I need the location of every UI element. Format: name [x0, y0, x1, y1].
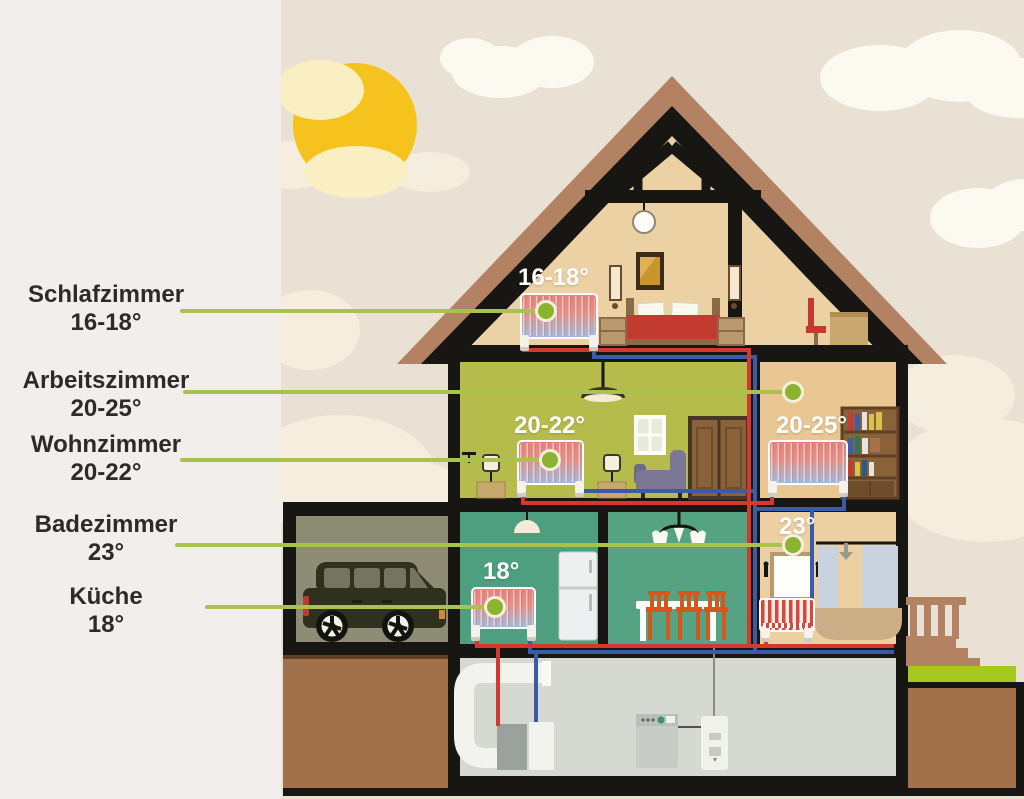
bathroom-furniture	[763, 541, 902, 640]
legend-room-temp: 20-25°	[70, 395, 142, 422]
shower-curtain-left	[818, 546, 838, 619]
kitchen-lamp	[514, 520, 540, 533]
room-temp-arbeitszimmer: 20-25°	[776, 412, 847, 439]
legend-room-temp: 23°	[87, 539, 125, 566]
wall-sconces	[609, 265, 741, 309]
dining-chairs	[646, 591, 728, 640]
legend-room-name: Wohnzimmer	[30, 431, 182, 458]
chandelier	[652, 512, 706, 547]
bathtub	[814, 608, 902, 640]
washing-machine	[636, 714, 678, 768]
nightstands	[599, 317, 745, 346]
callout-dot-wohnzimmer	[539, 449, 561, 471]
callout-dot-schlafzimmer	[535, 300, 557, 322]
callout-line-schlafzimmer	[180, 309, 546, 313]
radiator-valve	[839, 481, 848, 497]
shower-curtain-right	[862, 546, 898, 623]
couch	[634, 450, 686, 498]
duct-pipe	[454, 663, 546, 768]
water-heater	[701, 716, 728, 770]
radiator-valve	[517, 481, 526, 497]
room-temp-schlafzimmer: 16-18°	[518, 264, 589, 291]
clouds	[245, 30, 1024, 550]
attic-chest	[830, 312, 868, 345]
kitchen-furniture	[514, 512, 598, 641]
bookshelf	[840, 406, 900, 500]
legend-arbeitszimmer: Arbeitszimmer 20-25°	[0, 367, 212, 423]
radiator-valve	[804, 626, 813, 642]
radiator-valve	[768, 481, 777, 497]
legend-wohnzimmer: Wohnzimmer 20-22°	[0, 431, 212, 487]
radiator-valve	[520, 335, 529, 351]
bed	[626, 298, 720, 345]
sun	[276, 60, 417, 198]
shower	[814, 541, 902, 640]
red-chair	[808, 298, 814, 332]
radiator-arbeitszimmer	[768, 440, 848, 497]
legend-room-temp: 16-18°	[70, 309, 142, 336]
radiator-valve	[471, 625, 480, 641]
study-furniture	[840, 406, 900, 500]
wheel-rear	[316, 610, 348, 642]
legend-badezimmer: Badezimmer 23°	[0, 511, 212, 567]
legend-kueche: Küche 18°	[0, 583, 212, 639]
callout-line-arbeitszimmer	[183, 390, 793, 394]
radiator-valve	[527, 625, 536, 641]
grass	[908, 666, 1016, 682]
boiler	[497, 724, 527, 770]
radiator-schlafzimmer	[520, 293, 598, 351]
room-temp-wohnzimmer: 20-22°	[514, 412, 585, 439]
legend-room-temp: 18°	[87, 611, 125, 638]
wheel-front	[382, 610, 414, 642]
ground	[283, 597, 1024, 796]
legend-room-temp: 20-22°	[70, 459, 142, 486]
callout-dot-badezimmer	[782, 534, 804, 556]
radiator-valve	[575, 481, 584, 497]
bedroom-furniture	[599, 196, 868, 346]
callout-line-kueche	[205, 605, 495, 609]
room-temp-kueche: 18°	[483, 558, 520, 585]
basement-equipment	[454, 646, 728, 770]
pendant-lamp	[632, 210, 656, 234]
radiator-valve	[589, 335, 598, 351]
legend-room-name: Schlafzimmer	[27, 281, 185, 308]
garage	[283, 502, 460, 655]
double-door	[688, 416, 750, 500]
callout-dot-kueche	[484, 596, 506, 618]
mirror	[770, 552, 814, 601]
legend-room-name: Arbeitszimmer	[22, 367, 190, 394]
callout-line-badezimmer	[175, 543, 793, 547]
legend-room-name: Badezimmer	[34, 511, 178, 538]
fridge	[558, 551, 598, 641]
label-panel	[0, 0, 281, 799]
porch-steps	[906, 597, 980, 666]
legend-schlafzimmer: Schlafzimmer 16-18°	[0, 281, 212, 337]
callout-dot-arbeitszimmer	[782, 381, 804, 403]
dining-furniture	[636, 512, 728, 641]
radiator-badezimmer	[759, 598, 815, 642]
callout-line-wohnzimmer	[180, 458, 550, 462]
legend-room-name: Küche	[69, 583, 143, 610]
boiler-unit	[529, 722, 554, 770]
attic-nook	[806, 298, 868, 345]
radiator-valve	[761, 626, 770, 642]
